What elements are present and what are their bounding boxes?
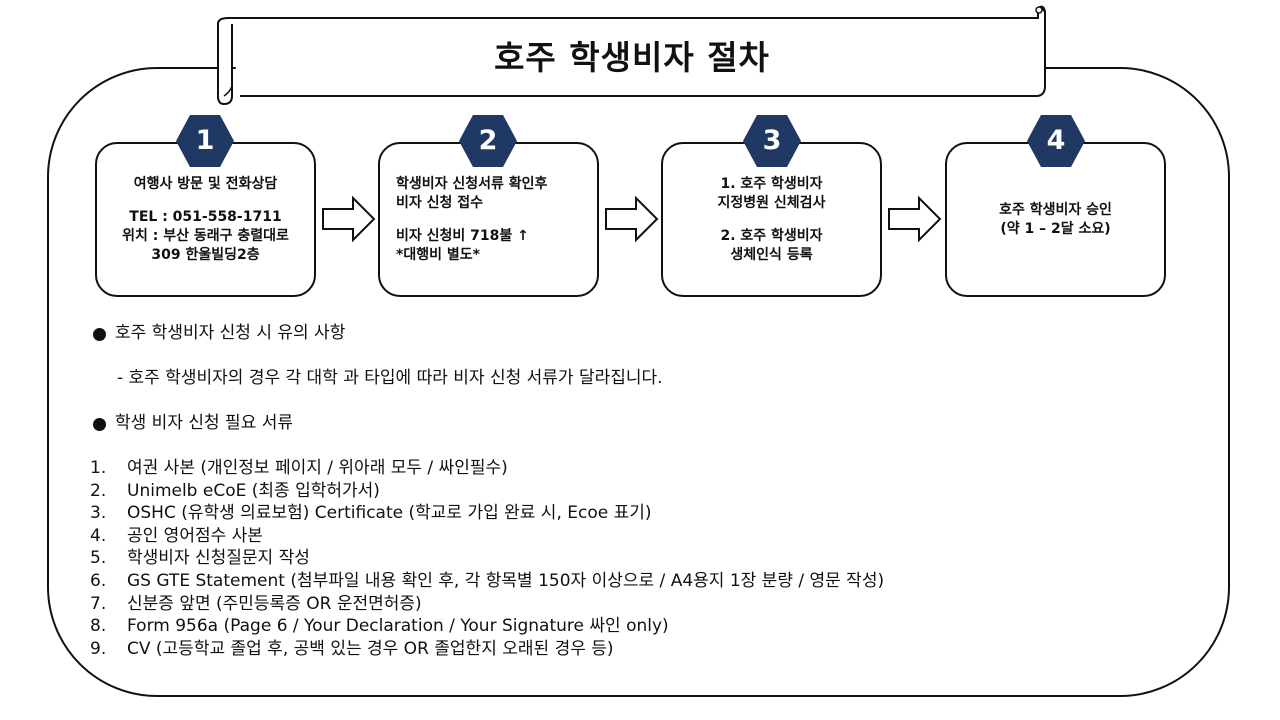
- step-4-box: 호주 학생비자 승인 (약 1 – 2달 소요): [945, 142, 1166, 297]
- step-2-line-1: 학생비자 신청서류 확인후: [396, 175, 548, 192]
- list-item-text: 학생비자 신청질문지 작성: [127, 548, 310, 569]
- list-item: 7. 신분증 앞면 (주민등록증 OR 운전면허증): [90, 593, 884, 616]
- list-item-text: Form 956a (Page 6 / Your Declaration / Y…: [127, 616, 669, 637]
- list-item-text: OSHC (유학생 의료보험) Certificate (학교로 가입 완료 시…: [127, 503, 652, 524]
- documents-list: 1. 여권 사본 (개인정보 페이지 / 위아래 모두 / 싸인필수) 2. Uni…: [90, 457, 884, 660]
- step-3-number: 3: [762, 125, 782, 156]
- list-item-text: 공인 영어점수 사본: [127, 525, 263, 546]
- step-1-box: 여행사 방문 및 전화상담 TEL : 051-558-1711 위치 : 부산…: [95, 142, 316, 297]
- list-item-number: 1.: [90, 458, 107, 478]
- page-title: 호주 학생비자 절차: [494, 38, 770, 77]
- step-2-line-4: 비자 신청비 718불 ↑: [396, 227, 529, 244]
- list-item: 3. OSHC (유학생 의료보험) Certificate (학교로 가입 완료…: [90, 502, 884, 525]
- list-item: 9. CV (고등학교 졸업 후, 공백 있는 경우 OR 졸업한지 오래된 경우…: [90, 638, 884, 661]
- list-item-number: 6.: [90, 570, 107, 591]
- list-item-number: 3.: [90, 503, 107, 524]
- step-4-line-1: 호주 학생비자 승인: [999, 201, 1112, 218]
- step-3-badge: 3: [742, 114, 802, 168]
- list-item-number: 9.: [90, 638, 107, 659]
- list-item-text: GS GTE Statement (첨부파일 내용 확인 후, 각 항목별 15…: [127, 570, 885, 591]
- step-3-box: 1. 호주 학생비자 지정병원 신체검사 2. 호주 학생비자 생체인식 등록: [661, 142, 882, 297]
- list-item-number: 5.: [90, 548, 107, 569]
- list-item: 5. 학생비자 신청질문지 작성: [90, 547, 884, 570]
- step-1-line-5: 309 한울빌딩2층: [151, 246, 260, 263]
- step-1-line-3: TEL : 051-558-1711: [129, 208, 282, 225]
- step-3-line-4: 2. 호주 학생비자: [720, 227, 823, 244]
- list-item-text: 여권 사본 (개인정보 페이지 / 위아래 모두 / 싸인필수): [127, 458, 508, 478]
- bullet-icon: [93, 418, 106, 431]
- step-1-line-1: 여행사 방문 및 전화상담: [133, 175, 278, 192]
- arrow-right-icon: [322, 196, 376, 242]
- step-2-box: 학생비자 신청서류 확인후 비자 신청 접수 비자 신청비 718불 ↑ *대행…: [378, 142, 599, 297]
- list-item: 4. 공인 영어점수 사본: [90, 525, 884, 548]
- list-item: 2. Unimelb eCoE (최종 입학허가서): [90, 480, 884, 503]
- step-2-badge: 2: [458, 114, 518, 168]
- list-item-number: 7.: [90, 593, 107, 614]
- step-3-line-1: 1. 호주 학생비자: [720, 175, 823, 192]
- step-3-line-2: 지정병원 신체검사: [717, 194, 826, 211]
- step-2-line-5: *대행비 별도*: [396, 246, 480, 263]
- step-2-line-2: 비자 신청 접수: [396, 194, 484, 211]
- step-4-line-2: (약 1 – 2달 소요): [1000, 220, 1111, 237]
- list-item: 1. 여권 사본 (개인정보 페이지 / 위아래 모두 / 싸인필수): [90, 457, 884, 480]
- step-1-badge: 1: [175, 114, 235, 168]
- list-item-number: 4.: [90, 525, 107, 546]
- notice-heading: 호주 학생비자 신청 시 유의 사항: [115, 323, 346, 343]
- list-item: 8. Form 956a (Page 6 / Your Declaration /…: [90, 615, 884, 638]
- documents-heading: 학생 비자 신청 필요 서류: [115, 413, 294, 433]
- arrow-right-icon: [888, 196, 942, 242]
- step-2-number: 2: [478, 125, 498, 156]
- arrow-right-icon: [605, 196, 659, 242]
- step-4-number: 4: [1046, 125, 1066, 156]
- list-item-text: CV (고등학교 졸업 후, 공백 있는 경우 OR 졸업한지 오래된 경우 등…: [127, 638, 614, 659]
- bullet-icon: [93, 328, 106, 341]
- step-1-line-4: 위치 : 부산 동래구 충렬대로: [122, 227, 289, 244]
- step-4-badge: 4: [1026, 114, 1086, 168]
- list-item: 6. GS GTE Statement (첨부파일 내용 확인 후, 각 항목별 …: [90, 570, 884, 593]
- title-scroll-banner: [217, 5, 1046, 106]
- step-3-line-5: 생체인식 등록: [730, 246, 813, 263]
- step-1-number: 1: [195, 125, 215, 156]
- list-item-number: 2.: [90, 480, 107, 501]
- list-item-text: Unimelb eCoE (최종 입학허가서): [127, 480, 380, 501]
- list-item-text: 신분증 앞면 (주민등록증 OR 운전면허증): [127, 593, 422, 614]
- list-item-number: 8.: [90, 616, 107, 637]
- notice-text: - 호주 학생비자의 경우 각 대학 과 타입에 따라 비자 신청 서류가 달라…: [117, 368, 663, 388]
